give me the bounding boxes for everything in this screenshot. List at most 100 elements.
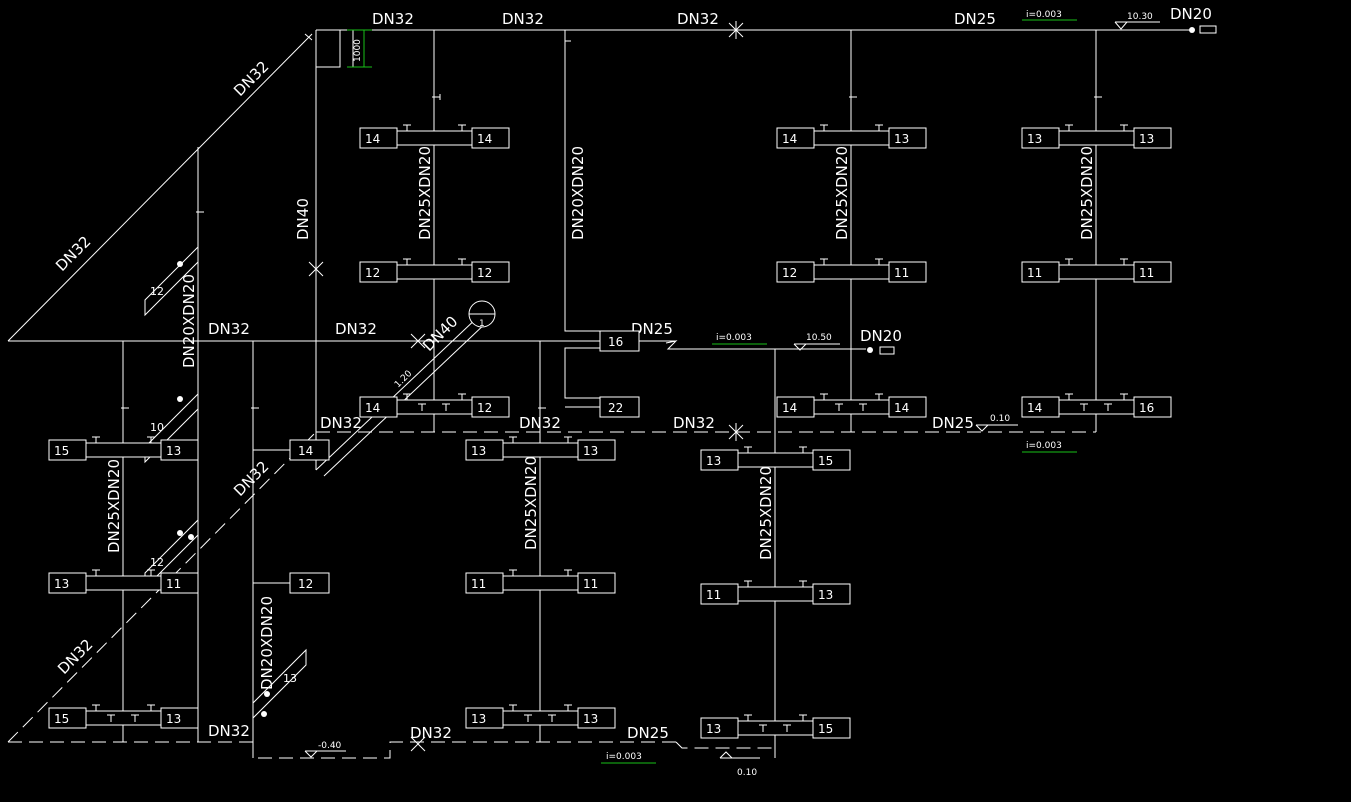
fixture-branch-e5	[85, 710, 162, 726]
fixture-num-b2: 13	[894, 132, 909, 146]
middle-right-pipe	[665, 340, 866, 350]
label-dn32-diag-3: DN32	[230, 458, 272, 500]
fixture-branch-h1	[737, 452, 814, 468]
fixture-box-h4	[812, 583, 851, 605]
fixture-box-h3	[700, 583, 739, 605]
riser-offset	[315, 30, 341, 68]
fixture-num-c3: 11	[1027, 266, 1042, 280]
fixture-box-a4	[471, 261, 510, 283]
label-p-dn20x20: DN20XDN20	[180, 274, 198, 368]
fixture-num-g3: 11	[471, 577, 486, 591]
label-g-dn25x20: DN25XDN20	[522, 456, 540, 550]
fixture-branch-g1	[502, 442, 579, 458]
top-valve-dot	[1189, 27, 1195, 33]
fixture-num-d1: 16	[608, 335, 623, 349]
label-dn32-top-1: DN32	[372, 10, 414, 28]
label-dn25-top: DN25	[954, 10, 996, 28]
fixture-box-g4	[577, 572, 616, 594]
fixture-box-g5	[465, 707, 504, 729]
fixture-branch-h3	[737, 586, 814, 602]
fixture-num-d2: 22	[608, 401, 623, 415]
label-dn32-diag-2: DN32	[52, 233, 94, 275]
fixture-branch-a3	[396, 264, 473, 280]
fixture-num-e5: 15	[54, 712, 69, 726]
fixture-p4: 13	[283, 672, 297, 685]
fixture-box-c5	[1021, 396, 1060, 418]
fixture-num-g1: 13	[471, 444, 486, 458]
label-dn25-low: DN25	[932, 414, 974, 432]
fixture-num-b5: 14	[782, 401, 797, 415]
fixture-box-a6	[471, 396, 510, 418]
label-dn32-bottom-1: DN32	[208, 722, 250, 740]
fixture-num-b4: 11	[894, 266, 909, 280]
label-dn25-bottom: DN25	[627, 724, 669, 742]
label-d-dn25x20: DN25XDN20	[1078, 146, 1096, 240]
fixture-branch-e1	[85, 442, 162, 458]
fixture-box-e4	[160, 572, 199, 594]
fixture-num-c1: 13	[1027, 132, 1042, 146]
fixture-num-a3: 12	[365, 266, 380, 280]
fixture-num-c5: 14	[1027, 401, 1042, 415]
fixture-num-h6: 15	[818, 722, 833, 736]
elev-bottom: 0.10	[737, 768, 757, 778]
fixture-num-a2: 14	[477, 132, 492, 146]
fixture-num-h4: 13	[818, 588, 833, 602]
label-f-dn20x20: DN20XDN20	[258, 596, 276, 690]
fixture-num-g2: 13	[583, 444, 598, 458]
label-dn20-top: DN20	[1170, 5, 1212, 23]
elev-mid: 10.50	[806, 333, 832, 343]
fixture-box-h6	[812, 717, 851, 739]
label-dn40-riser: DN40	[294, 198, 312, 240]
label-a-dn25x20: DN25XDN20	[416, 146, 434, 240]
label-dn20-mid: DN20	[860, 327, 902, 345]
label-dn32-low-3: DN32	[673, 414, 715, 432]
riser-num: 1	[479, 319, 485, 329]
fixture-box-c4	[1133, 261, 1172, 283]
fixture-box-c6	[1133, 396, 1172, 418]
slope-mid: i=0.003	[716, 333, 752, 343]
fixture-num-f1: 14	[298, 444, 313, 458]
fixture-box-g6	[577, 707, 616, 729]
fixture-num-c2: 13	[1139, 132, 1154, 146]
slope-bottom: i=0.003	[606, 752, 642, 762]
fixture-branch-e3	[85, 575, 162, 591]
fixture-branch-c5	[1058, 399, 1135, 415]
fixture-p1: 12	[150, 285, 164, 298]
fixture-box-e3	[48, 572, 87, 594]
label-dn32-top-2: DN32	[502, 10, 544, 28]
fixture-num-e3: 13	[54, 577, 69, 591]
fixture-box-b5	[776, 396, 815, 418]
fixture-branch-g5	[502, 710, 579, 726]
diagonal-dn40-b	[323, 320, 489, 477]
fixture-num-b1: 14	[782, 132, 797, 146]
label-e-dn25x20: DN25XDN20	[105, 459, 123, 553]
label-dn32-top-3: DN32	[677, 10, 719, 28]
fixture-branch-b5	[813, 399, 890, 415]
fixture-num-e6: 13	[166, 712, 181, 726]
fixture-box-a3	[359, 261, 398, 283]
branch-b-pipe	[564, 30, 600, 332]
slope-low: i=0.003	[1026, 441, 1062, 451]
fixture-box-b3	[776, 261, 815, 283]
fixture-box-g1	[465, 439, 504, 461]
fixture-box-e6	[160, 707, 199, 729]
fixture-box-e1	[48, 439, 87, 461]
fixture-num-h3: 11	[706, 588, 721, 602]
fixture-box-c1	[1021, 127, 1060, 149]
fixture-branch-c1	[1058, 130, 1135, 146]
label-dn32-mid-2: DN32	[335, 320, 377, 338]
fixture-num-g5: 13	[471, 712, 486, 726]
fixture-box-b6	[888, 396, 927, 418]
fixture-num-g4: 11	[583, 577, 598, 591]
fixture-branch-b3	[813, 264, 890, 280]
fixture-num-a4: 12	[477, 266, 492, 280]
elev-right-low: 0.10	[990, 414, 1010, 424]
fixture-num-a1: 14	[365, 132, 380, 146]
fixture-box-h2	[812, 449, 851, 471]
diagonal-dn40-a	[315, 314, 481, 471]
dim-1000: 1000	[353, 39, 363, 62]
label-c-dn25x20: DN25XDN20	[833, 146, 851, 240]
label-dn32-mid-1: DN32	[208, 320, 250, 338]
fixture-num-h2: 15	[818, 454, 833, 468]
